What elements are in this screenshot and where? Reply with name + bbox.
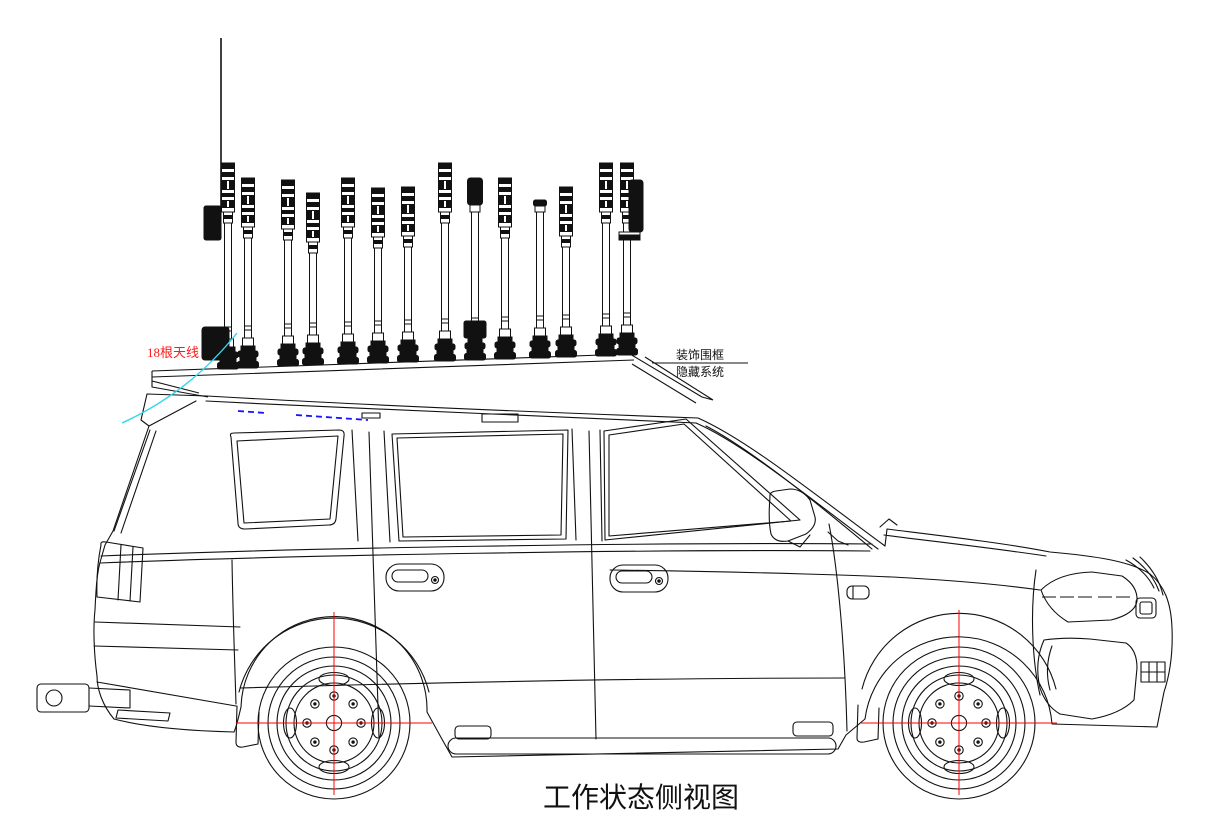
- hood-inner-line: [883, 534, 1047, 557]
- front-door-window-inner: [608, 423, 792, 537]
- frame-label-bottom: 隐藏系统: [676, 365, 724, 379]
- fender-lamp: [846, 585, 870, 600]
- body-outline: [93, 393, 1173, 758]
- antenna-6: [367, 187, 389, 364]
- beltline-2: [99, 550, 871, 564]
- rear-quarter-window: [229, 429, 345, 530]
- antenna-11: [529, 199, 551, 359]
- beltline: [100, 543, 873, 557]
- rear-spoiler: [113, 400, 197, 534]
- rear-quarter-window-inner: [236, 435, 339, 524]
- side-mirror-arm: [787, 534, 811, 548]
- front-mud-flap: [856, 704, 880, 743]
- fog-recess-inner: [1046, 645, 1053, 691]
- rear-door-seam: [368, 431, 380, 738]
- rear-mud-flap: [235, 705, 260, 748]
- cowl-washer-bump: [879, 518, 898, 528]
- frame-label-top: 装饰围框: [676, 348, 724, 362]
- antenna-8: [434, 162, 456, 362]
- tow-hitch: [36, 683, 171, 722]
- rear-wheel-crosshair: [236, 612, 432, 795]
- b-pillar: [571, 428, 603, 542]
- drl-box: [1135, 597, 1157, 619]
- c-pillar: [351, 429, 391, 543]
- wheel-crosshairs: [236, 610, 1057, 795]
- windshield-glass-edge: [705, 425, 873, 550]
- antenna-leader-line: [121, 332, 238, 424]
- antenna-5: [337, 177, 359, 365]
- headlight: [1040, 571, 1138, 623]
- roof-drip-rail: [205, 400, 697, 424]
- antenna-accessories: [201, 179, 644, 361]
- antenna-array: [217, 162, 638, 370]
- antenna-10: [494, 177, 516, 360]
- antenna-7: [397, 186, 419, 363]
- vehicle-body: [36, 393, 1173, 758]
- side-mirror: [768, 488, 816, 542]
- nose-ribs: [1125, 556, 1164, 596]
- hidden-system-dashes: [237, 410, 369, 421]
- a-pillar-inner: [695, 422, 879, 550]
- bumper-fender-seam: [1031, 569, 1041, 696]
- rear-door-window-inner: [396, 433, 564, 538]
- front-door-seam: [588, 430, 597, 740]
- platform-left-wedge: [151, 371, 209, 398]
- antenna-block: [463, 320, 487, 339]
- taillight-facets: [117, 544, 134, 602]
- running-board: [447, 721, 837, 755]
- antenna-13: [595, 162, 617, 357]
- antenna-sleeve: [203, 205, 222, 241]
- front-door-window: [603, 418, 801, 541]
- view-title: 工作状态侧视图: [543, 782, 739, 814]
- frame-annotation: 装饰围框 隐藏系统: [652, 348, 748, 379]
- roof-rail-foot: [481, 413, 519, 423]
- character-line: [609, 569, 1041, 591]
- quarter-seam: [231, 559, 237, 705]
- taillight: [96, 541, 144, 603]
- antenna-collar-band: [618, 234, 641, 241]
- fender-seam: [828, 523, 848, 732]
- headlight-stipple: [1042, 596, 1130, 598]
- rear-door-window: [391, 429, 569, 542]
- antenna-2: [237, 177, 259, 369]
- rear-door-handle: [385, 563, 445, 592]
- drl-box-inner: [1139, 601, 1153, 615]
- platform-right-wedge: [629, 353, 714, 404]
- antenna-3: [277, 179, 299, 367]
- antenna-sleeve: [628, 179, 644, 233]
- front-wheel-crosshair: [861, 610, 1057, 795]
- turn-signal-grid: [1140, 661, 1166, 683]
- lower-door-line: [239, 677, 846, 689]
- antenna-count-label: 18根天线: [147, 345, 199, 360]
- antenna-block: [201, 326, 230, 361]
- antenna-12: [555, 186, 577, 358]
- antenna-4: [302, 192, 324, 366]
- rear-bumper-creases: [93, 621, 241, 707]
- front-door-handle: [609, 564, 669, 593]
- roof-rail-foot: [361, 412, 381, 419]
- fog-recess: [1037, 637, 1138, 720]
